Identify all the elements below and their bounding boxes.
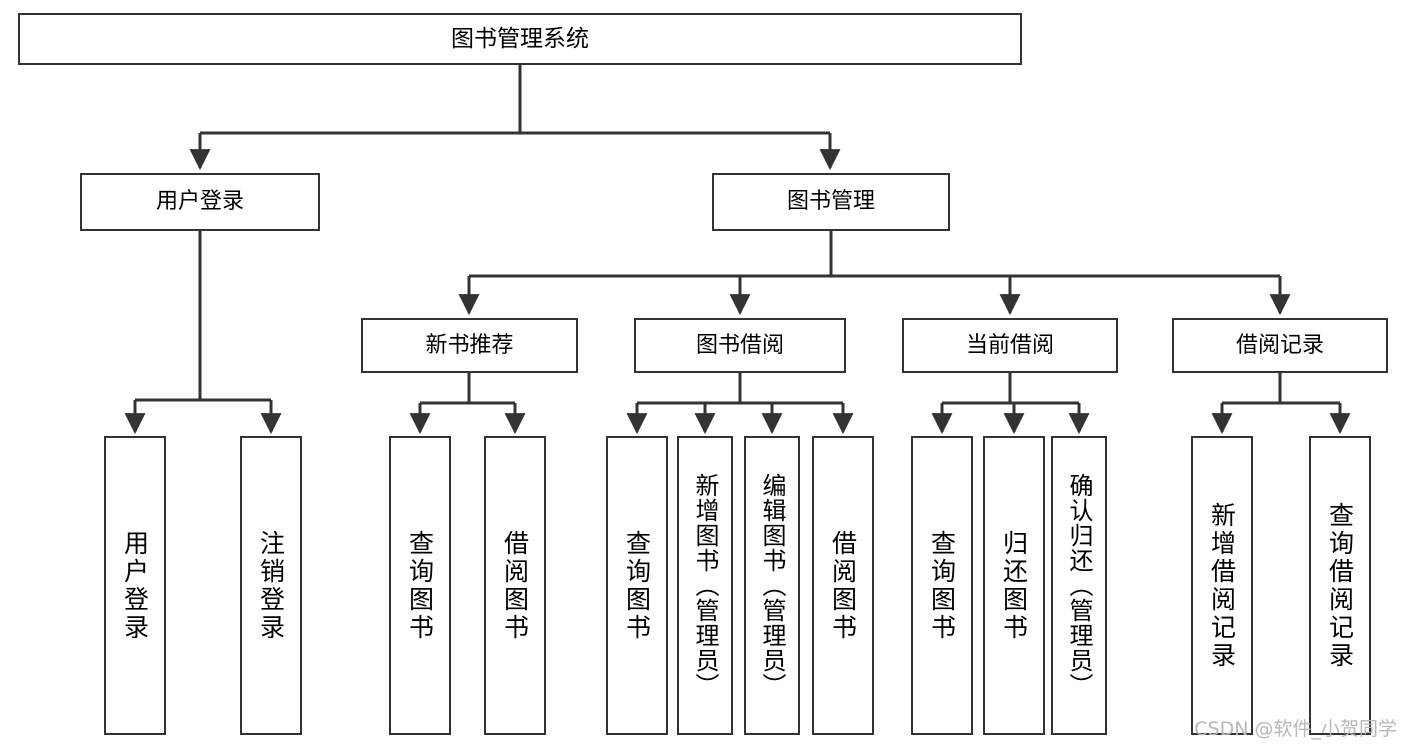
node-user-login[interactable]: 用户登录: [80, 173, 320, 231]
node-leaf-query-record[interactable]: 查询借阅记录: [1309, 436, 1371, 735]
node-leaf-query-book-cur-label: 查询图书: [927, 529, 957, 642]
node-leaf-query-book-rec-label: 查询图书: [405, 529, 435, 642]
node-leaf-borrow-book-rec[interactable]: 借阅图书: [484, 436, 546, 735]
node-leaf-query-book-rec[interactable]: 查询图书: [389, 436, 451, 735]
node-leaf-borrow-book[interactable]: 借阅图书: [812, 436, 874, 735]
node-book-manage[interactable]: 图书管理: [712, 173, 950, 231]
node-leaf-query-book-borrow-label: 查询图书: [622, 529, 652, 642]
node-leaf-add-book[interactable]: 新增图书（管理员）: [677, 436, 733, 735]
node-leaf-logout[interactable]: 注销登录: [240, 436, 302, 735]
node-leaf-query-book-borrow[interactable]: 查询图书: [606, 436, 668, 735]
node-leaf-edit-book[interactable]: 编辑图书（管理员）: [744, 436, 800, 735]
node-leaf-query-book-cur[interactable]: 查询图书: [911, 436, 973, 735]
node-leaf-borrow-book-rec-label: 借阅图书: [500, 529, 530, 642]
node-book-manage-label: 图书管理: [786, 189, 875, 215]
node-user-login-label: 用户登录: [155, 189, 244, 215]
node-new-book-rec-label: 新书推荐: [425, 332, 514, 358]
node-leaf-return-book[interactable]: 归还图书: [983, 436, 1045, 735]
node-leaf-logout-label: 注销登录: [256, 529, 286, 642]
node-leaf-return-book-label: 归还图书: [999, 529, 1029, 642]
node-leaf-borrow-book-label: 借阅图书: [828, 529, 858, 642]
node-root-label: 图书管理系统: [451, 25, 589, 52]
node-leaf-add-book-label: 新增图书（管理员）: [691, 473, 719, 698]
node-book-borrow-label: 图书借阅: [695, 332, 784, 358]
node-leaf-user-login-label: 用户登录: [120, 529, 150, 642]
node-leaf-add-record[interactable]: 新增借阅记录: [1191, 436, 1253, 735]
node-current-borrow[interactable]: 当前借阅: [902, 318, 1118, 373]
node-book-borrow[interactable]: 图书借阅: [634, 318, 846, 373]
node-leaf-edit-book-label: 编辑图书（管理员）: [758, 473, 786, 698]
node-current-borrow-label: 当前借阅: [965, 332, 1054, 358]
node-leaf-confirm-return-label: 确认归还（管理员）: [1065, 473, 1093, 698]
node-leaf-add-record-label: 新增借阅记录: [1207, 501, 1237, 670]
node-borrow-record-label: 借阅记录: [1235, 332, 1324, 358]
node-new-book-rec[interactable]: 新书推荐: [361, 318, 578, 373]
node-leaf-confirm-return[interactable]: 确认归还（管理员）: [1051, 436, 1107, 735]
node-leaf-query-record-label: 查询借阅记录: [1325, 501, 1355, 670]
node-borrow-record[interactable]: 借阅记录: [1172, 318, 1388, 373]
node-root[interactable]: 图书管理系统: [18, 13, 1022, 65]
csdn-watermark: CSDN @软件_小贺同学: [1194, 718, 1397, 740]
node-leaf-user-login[interactable]: 用户登录: [104, 436, 166, 735]
